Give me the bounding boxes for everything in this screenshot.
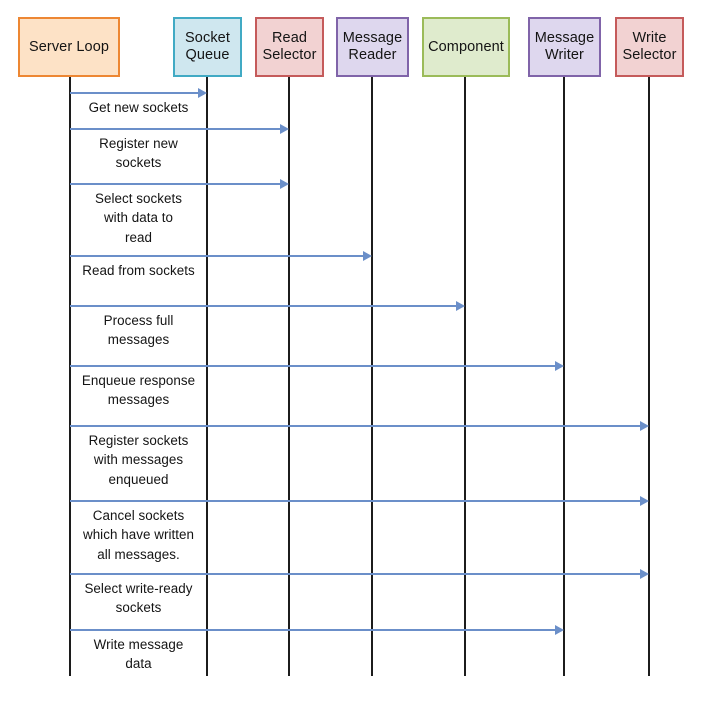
message-arrow-line-8 xyxy=(70,500,640,502)
message-arrow-line-7 xyxy=(70,425,640,427)
message-arrowhead-3 xyxy=(280,179,289,189)
participant-component[interactable]: Component xyxy=(422,17,510,77)
message-arrowhead-5 xyxy=(456,301,465,311)
message-arrowhead-7 xyxy=(640,421,649,431)
message-label-6: Enqueue response messages xyxy=(81,373,196,408)
message-arrow-line-10 xyxy=(70,629,555,631)
message-arrowhead-9 xyxy=(640,569,649,579)
message-label-7: Register sockets with messages enqueued xyxy=(88,433,189,487)
message-arrow-line-9 xyxy=(70,573,640,575)
message-arrow-line-6 xyxy=(70,365,555,367)
message-label-2: Register new sockets xyxy=(99,136,178,171)
lifeline-socket-queue xyxy=(206,77,208,676)
message-label-9: Select write-ready sockets xyxy=(84,581,193,616)
message-arrowhead-4 xyxy=(363,251,372,261)
participant-message-reader[interactable]: Message Reader xyxy=(336,17,409,77)
message-label-8: Cancel sockets which have written all me… xyxy=(82,508,195,562)
message-label-5: Process full messages xyxy=(103,313,174,348)
message-label-3: Select sockets with data to read xyxy=(94,191,183,245)
message-arrow-line-1 xyxy=(70,92,198,94)
lifeline-server-loop xyxy=(69,77,71,676)
participant-server-loop[interactable]: Server Loop xyxy=(18,17,120,77)
message-arrowhead-10 xyxy=(555,625,564,635)
participant-message-writer[interactable]: Message Writer xyxy=(528,17,601,77)
message-label-10: Write message data xyxy=(93,637,184,672)
participant-socket-queue[interactable]: Socket Queue xyxy=(173,17,242,77)
message-arrowhead-2 xyxy=(280,124,289,134)
message-arrow-line-2 xyxy=(70,128,280,130)
lifeline-write-selector xyxy=(648,77,650,676)
lifeline-read-selector xyxy=(288,77,290,676)
message-label-4: Read from sockets xyxy=(82,263,195,278)
participant-write-selector[interactable]: Write Selector xyxy=(615,17,684,77)
message-arrowhead-8 xyxy=(640,496,649,506)
message-arrow-line-3 xyxy=(70,183,280,185)
lifeline-message-writer xyxy=(563,77,565,676)
participant-read-selector[interactable]: Read Selector xyxy=(255,17,324,77)
message-arrowhead-1 xyxy=(198,88,207,98)
lifeline-message-reader xyxy=(371,77,373,676)
lifeline-component xyxy=(464,77,466,676)
message-arrowhead-6 xyxy=(555,361,564,371)
message-arrow-line-4 xyxy=(70,255,363,257)
message-label-1: Get new sockets xyxy=(88,100,189,115)
message-arrow-line-5 xyxy=(70,305,456,307)
